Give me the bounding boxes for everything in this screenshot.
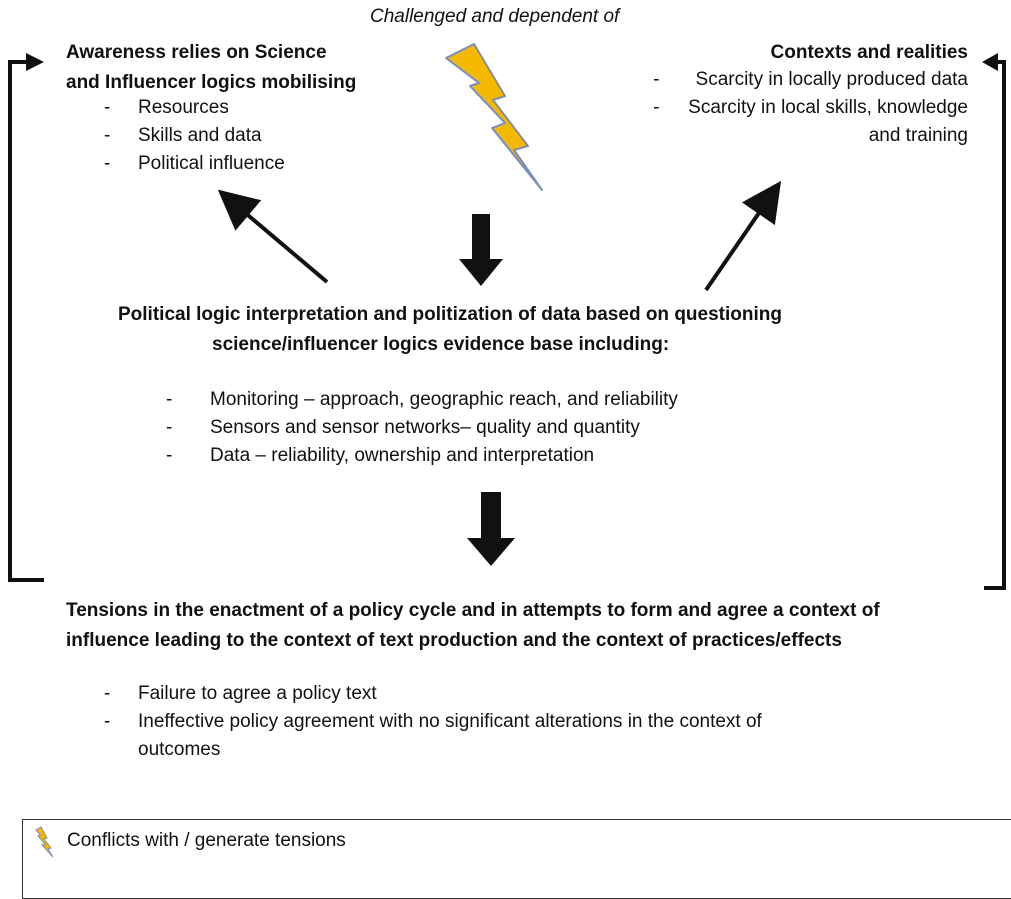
left-feedback-bracket — [8, 60, 44, 582]
lightning-bolt-icon — [445, 43, 543, 191]
arrow-to-right-box — [704, 180, 782, 292]
list-item: -Monitoring – approach, geographic reach… — [166, 389, 678, 410]
left-heading-line2: and Influencer logics mobilising — [66, 72, 357, 93]
bottom-heading-line1: Tensions in the enactment of a policy cy… — [66, 600, 880, 621]
top-caption: Challenged and dependent of — [370, 6, 620, 27]
bottom-heading: Tensions in the enactment of a policy cy… — [66, 596, 880, 656]
right-feedback-bracket — [984, 60, 1006, 590]
list-item: - Scarcity in locally produced data — [653, 69, 968, 90]
right-heading: Contexts and realities — [770, 42, 968, 63]
legend-lightning-bolt-icon — [35, 826, 54, 858]
legend-label: Conflicts with / generate tensions — [67, 830, 346, 851]
bottom-list: - Failure to agree a policy text - Ineff… — [104, 680, 762, 764]
list-item: - Scarcity in local skills, knowledge — [653, 97, 968, 118]
list-item: -Resources — [104, 97, 229, 118]
list-item: -Data – reliability, ownership and inter… — [166, 445, 595, 466]
right-list: - Scarcity in locally produced data - Sc… — [653, 66, 968, 150]
left-heading: Awareness relies on Science and Influenc… — [66, 38, 356, 98]
list-item-continuation: outcomes — [138, 739, 221, 760]
middle-heading-line2: science/influencer logics evidence base … — [212, 334, 670, 355]
list-item: -Skills and data — [104, 125, 262, 146]
arrow-to-left-box — [217, 189, 329, 284]
list-item: - Ineffective policy agreement with no s… — [104, 711, 762, 732]
list-item: - Failure to agree a policy text — [104, 683, 377, 704]
left-heading-line1: Awareness relies on Science — [66, 42, 327, 63]
left-list: -Resources -Skills and data -Political i… — [104, 94, 285, 178]
middle-list: -Monitoring – approach, geographic reach… — [166, 386, 678, 470]
down-arrow-middle — [467, 492, 515, 566]
list-item: -Political influence — [104, 153, 285, 174]
list-item: -Sensors and sensor networks– quality an… — [166, 417, 640, 438]
down-arrow-top — [459, 214, 503, 286]
list-item-continuation: and training — [868, 125, 968, 146]
legend-box: Conflicts with / generate tensions — [22, 819, 1011, 899]
middle-heading-line1: Political logic interpretation and polit… — [118, 304, 782, 325]
bottom-heading-line2: influence leading to the context of text… — [66, 630, 842, 651]
